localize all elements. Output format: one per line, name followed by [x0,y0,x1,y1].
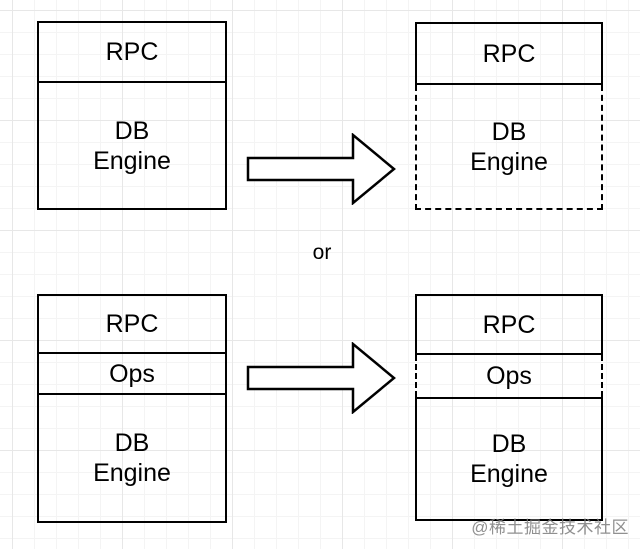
db-engine-section: DB Engine [93,429,171,487]
arrow-right-icon [246,342,396,414]
layered-before-box: RPC Ops DB Engine [37,294,227,523]
rpc-section: RPC [39,23,225,83]
db-engine-section: DB Engine [470,430,548,488]
rpc-box: RPC [415,22,603,85]
arrow-right-icon [246,133,396,205]
db-engine-section: DB Engine [93,116,171,175]
watermark: @稀土掘金技术社区 [471,518,629,537]
db-engine-box: DB Engine [415,397,603,521]
db-engine-dashed-box: DB Engine [415,85,603,210]
rpc-section: RPC [39,296,225,354]
monolith-before-box: RPC DB Engine [37,21,227,210]
db-engine-section: DB Engine [470,117,548,176]
ops-section: Ops [39,354,225,395]
ops-dashed-section: Ops [415,355,603,397]
rpc-box: RPC [415,294,603,355]
or-label: or [312,241,332,264]
rpc-section: RPC [482,39,536,68]
rpc-section: RPC [482,310,536,339]
